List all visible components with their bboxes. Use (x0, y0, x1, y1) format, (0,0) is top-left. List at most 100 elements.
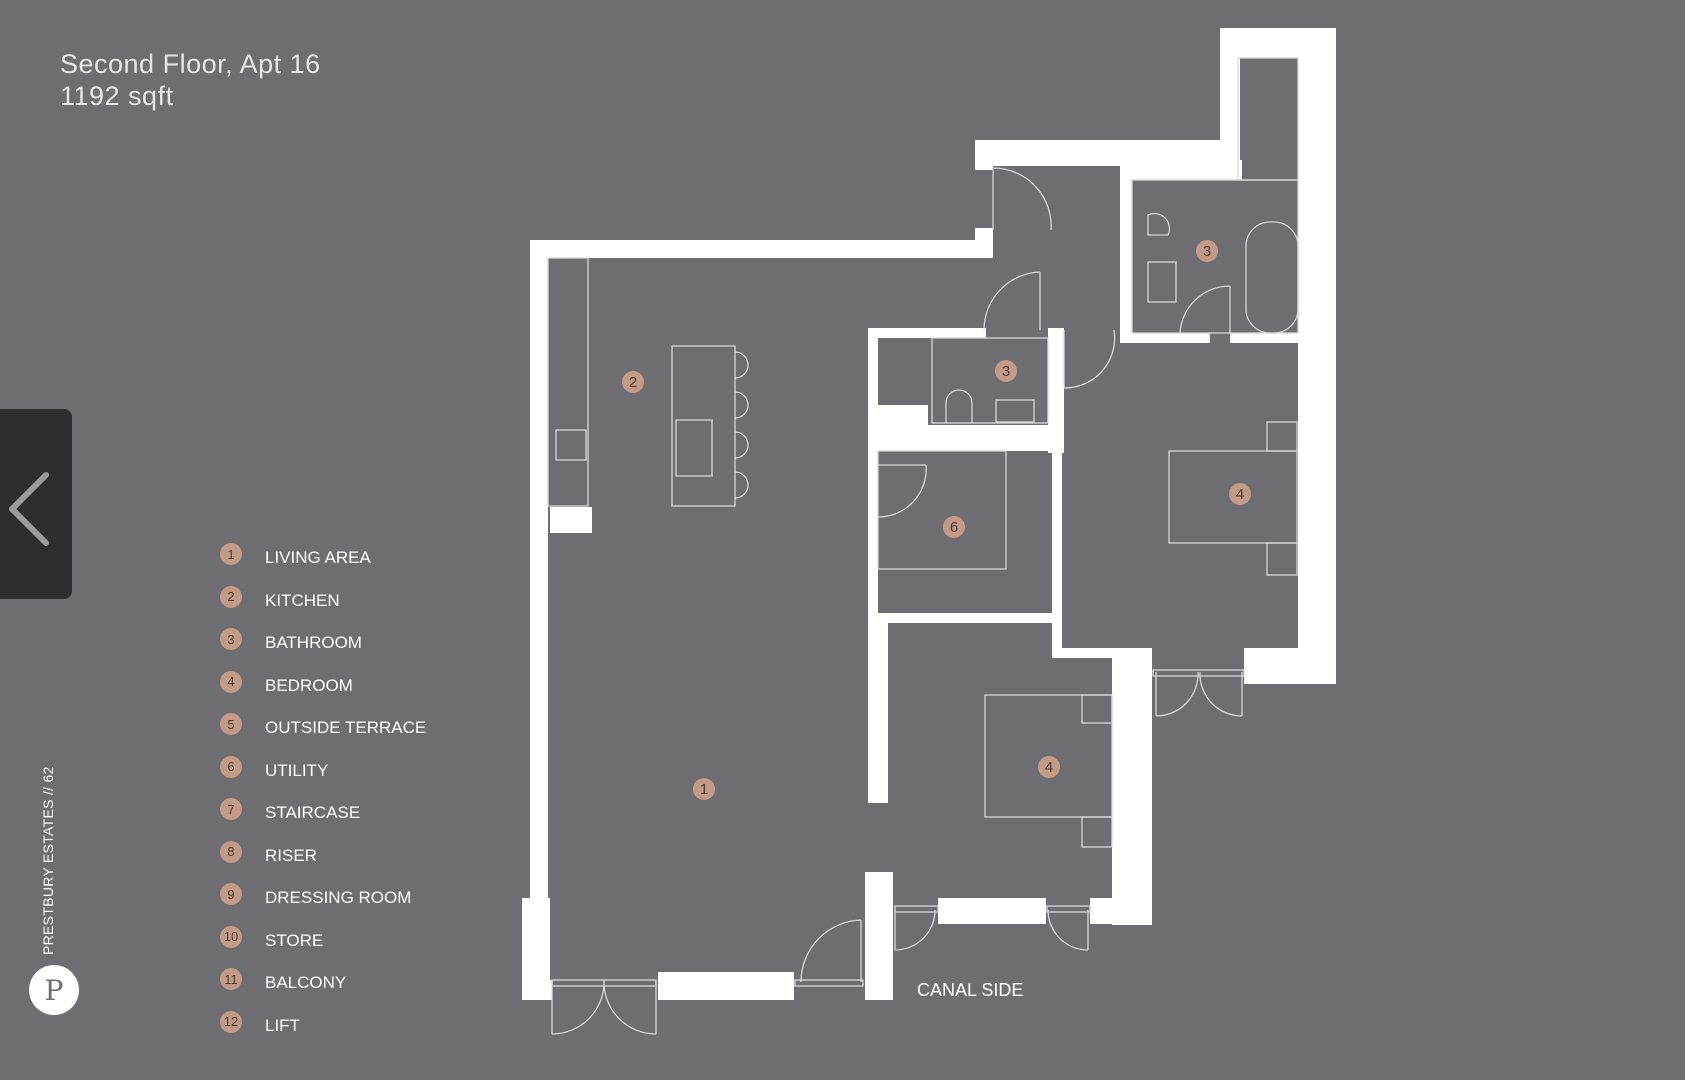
legend-number: 11 (220, 968, 242, 990)
wall (938, 898, 1046, 924)
wall (868, 328, 878, 803)
door-swing (877, 464, 927, 518)
wall (1052, 648, 1152, 658)
legend-number: 6 (220, 755, 242, 778)
wall (530, 240, 993, 258)
chevron-left-icon (9, 472, 49, 546)
wall (878, 613, 888, 803)
nightstand (1081, 694, 1113, 724)
wall (1120, 160, 1132, 335)
basin-icon (1147, 261, 1177, 303)
window-sill (1046, 905, 1091, 913)
legend-number: 9 (220, 883, 242, 905)
wall (975, 140, 993, 170)
legend-item: 11 BALCONY (220, 968, 426, 1013)
patio-door (894, 909, 1089, 951)
legend-label: RISER (265, 845, 317, 865)
basin-icon (995, 399, 1035, 423)
svg-text:3: 3 (1002, 363, 1010, 380)
bed-icon (984, 694, 1113, 818)
room-markers: 2 3 3 6 4 4 1 (622, 240, 1251, 800)
wall (1112, 655, 1152, 925)
wall (868, 425, 1053, 451)
wall (1132, 160, 1242, 180)
door-swing (983, 271, 1041, 331)
room-marker: 4 (1038, 756, 1060, 778)
toilet-icon (1147, 212, 1171, 236)
room-marker: 3 (995, 360, 1017, 382)
svg-text:4: 4 (1236, 486, 1244, 503)
legend-label: BALCONY (265, 973, 347, 992)
bathtub-icon (1245, 221, 1299, 334)
legend-number: 12 (220, 1010, 242, 1033)
wall (658, 972, 794, 1000)
utility-outline (877, 450, 1007, 570)
legend-item: 7 STAIRCASE (220, 798, 426, 843)
svg-text:4: 4 (1045, 759, 1053, 776)
floor-title: Second Floor, Apt 16 (60, 49, 321, 79)
svg-text:1: 1 (700, 781, 708, 798)
kitchen-island (671, 345, 736, 507)
room-marker: 3 (1196, 240, 1218, 262)
wall (878, 613, 1054, 623)
nightstand (1081, 816, 1113, 848)
door-swing (1063, 329, 1116, 389)
room-marker: 4 (1229, 483, 1251, 505)
door-swing (992, 167, 1052, 231)
window-sill (794, 979, 864, 987)
legend-label: BATHROOM (265, 633, 362, 652)
legend-number: 10 (220, 925, 242, 948)
room-marker: 6 (943, 516, 965, 538)
legend-item: 10 STORE (220, 925, 426, 971)
legend-item: 9 DRESSING ROOM (220, 883, 426, 928)
legend-label: STORE (265, 930, 324, 950)
legend-number: 1 (220, 543, 242, 565)
legend-label: DRESSING ROOM (265, 888, 412, 907)
wall (975, 228, 993, 258)
plan-title-block: Second Floor, Apt 16 1192 sqft (60, 48, 321, 112)
floor-area: 1192 sqft (60, 81, 174, 111)
legend-label: UTILITY (265, 760, 329, 780)
wall (865, 872, 893, 1000)
legend-label: BEDROOM (265, 675, 353, 695)
patio-door (1155, 671, 1243, 717)
wall (530, 240, 548, 900)
wall (1120, 333, 1210, 343)
wall (1052, 330, 1062, 655)
toilet-icon (945, 389, 973, 423)
room-marker: 2 (622, 371, 644, 393)
patio-door (551, 979, 657, 1035)
kitchen-counter (547, 257, 589, 507)
wall (1230, 333, 1300, 343)
legend-item: 5 OUTSIDE TERRACE (220, 713, 427, 758)
door-swing (800, 919, 862, 983)
fixtures (547, 57, 1299, 1035)
legend-label: LIVING AREA (265, 548, 371, 567)
legend-label: LIFT (265, 1015, 300, 1035)
back-button[interactable] (0, 409, 72, 599)
riser-outline (1237, 57, 1299, 181)
wall (522, 980, 552, 1000)
canal-side-label: CANAL SIDE (917, 980, 1024, 1000)
bathroom-outline (931, 337, 1049, 424)
legend-number: 5 (220, 713, 242, 735)
window-sill (551, 979, 657, 987)
svg-text:6: 6 (950, 519, 958, 536)
legend-item: 12 LIFT (220, 1010, 426, 1056)
bed-icon (1168, 450, 1298, 544)
nightstand (1266, 421, 1298, 452)
logo-letter: P (44, 973, 64, 1007)
legend-label: OUTSIDE TERRACE (265, 718, 427, 737)
window-sill (894, 905, 939, 913)
legend-number: 4 (220, 670, 242, 693)
legend-number: 7 (220, 798, 242, 820)
legend-item: 1 LIVING AREA (220, 543, 426, 588)
svg-text:3: 3 (1203, 243, 1211, 260)
legend-label: STAIRCASE (265, 803, 361, 822)
wall (1220, 28, 1240, 180)
legend-label: KITCHEN (265, 590, 340, 610)
